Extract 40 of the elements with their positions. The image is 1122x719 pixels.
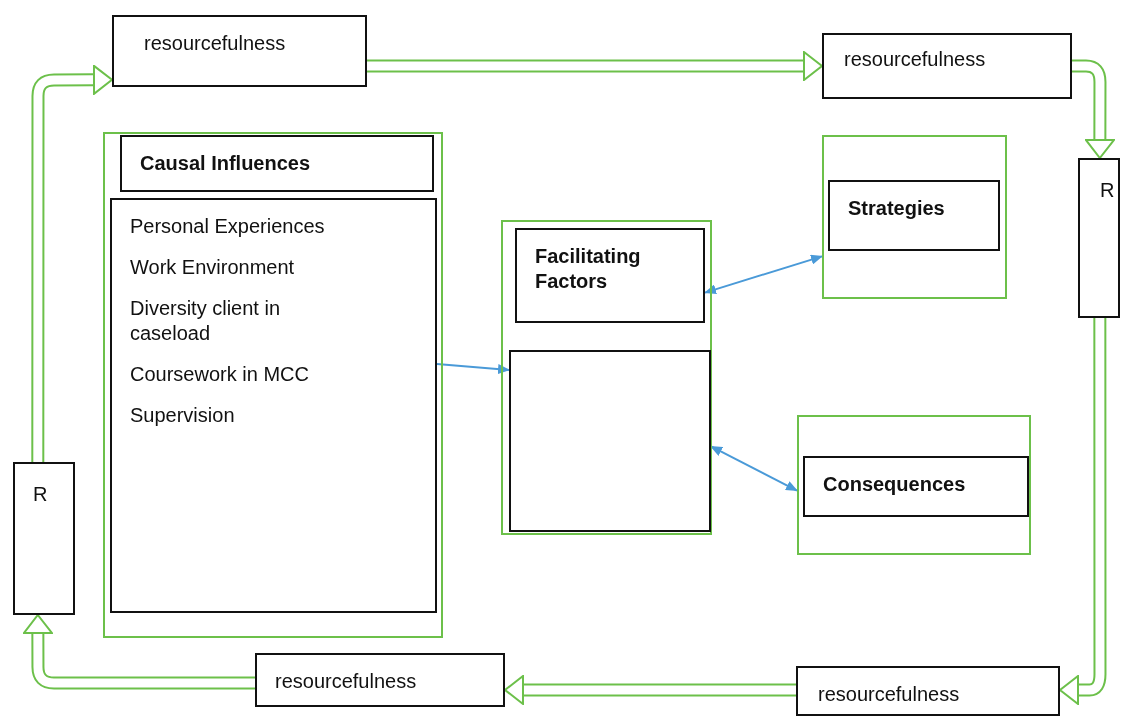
list-item: Work Environment [130, 255, 296, 280]
group-frame [501, 220, 712, 535]
list-item: Diversity client in caseload [130, 296, 282, 346]
label-box [822, 33, 1072, 99]
box-heading: Facilitating Factors [535, 244, 642, 294]
box-label: R [33, 482, 49, 507]
box-label: R [1100, 178, 1116, 203]
label-box [13, 462, 75, 615]
box-label: resourcefulness [144, 31, 287, 56]
list-item: Personal Experiences [130, 214, 326, 239]
label-box [112, 15, 367, 87]
double-arrow [710, 445, 798, 492]
group-frame [822, 135, 1007, 299]
box-heading: Consequences [823, 472, 967, 497]
hollow-arrow [22, 614, 255, 690]
label-box [1078, 158, 1120, 318]
hollow-arrow [367, 51, 823, 81]
label-box [110, 198, 437, 613]
list-item: Coursework in MCC [130, 362, 310, 387]
arrow [436, 363, 510, 375]
hollow-arrow [504, 675, 796, 705]
box-label: resourcefulness [818, 682, 961, 707]
hollow-arrow [1072, 59, 1115, 159]
group-frame [103, 132, 443, 638]
label-box [255, 653, 505, 707]
label-box [803, 456, 1029, 517]
list-item: Supervision [130, 403, 236, 428]
double-arrow [704, 254, 823, 295]
group-frame [797, 415, 1031, 555]
box-heading: Causal Influences [140, 151, 312, 176]
label-box [828, 180, 1000, 251]
box-heading: Strategies [848, 196, 946, 221]
empty-box [509, 350, 711, 532]
label-box [796, 666, 1060, 716]
hollow-arrow [1059, 318, 1107, 705]
box-label: resourcefulness [275, 669, 418, 694]
hollow-arrow [31, 64, 113, 462]
label-box [120, 135, 434, 192]
box-label: resourcefulness [844, 47, 987, 72]
label-box [515, 228, 705, 323]
